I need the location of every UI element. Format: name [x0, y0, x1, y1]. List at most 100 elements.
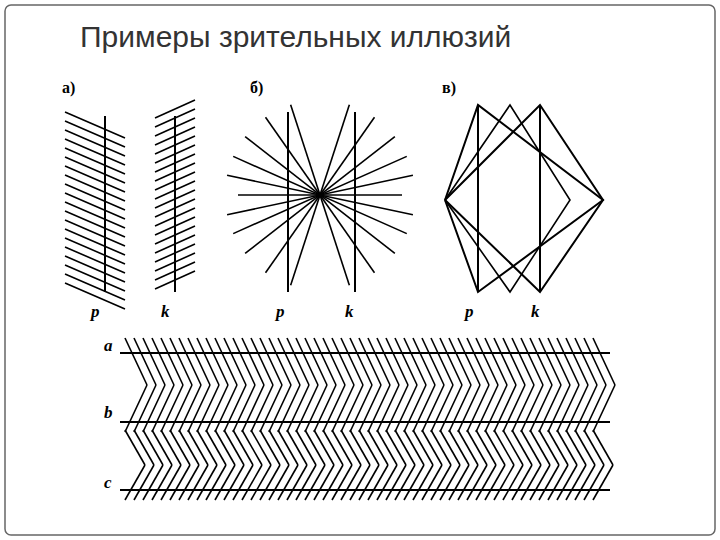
hatch-stroke [152, 430, 172, 465]
panel-label: б) [250, 80, 263, 96]
hatch-stroke [242, 465, 262, 500]
hatch-stroke [575, 385, 597, 432]
hatch-stroke [134, 385, 156, 432]
line-label: c [104, 474, 112, 491]
hatch-stroke [332, 338, 354, 385]
hatch-stroke [557, 385, 579, 432]
hatch-stroke [548, 430, 568, 465]
hatch-stroke [233, 430, 253, 465]
hatch-stroke [593, 430, 613, 465]
hatch-stroke [386, 385, 408, 432]
hatch-stroke [422, 338, 444, 385]
hatch-stroke [215, 430, 235, 465]
hatch-stroke [584, 465, 604, 500]
hatch-stroke [593, 465, 613, 500]
hatch-stroke [557, 430, 577, 465]
hatch-stroke [449, 465, 469, 500]
hatch-stroke [359, 338, 381, 385]
hatch-stroke [215, 465, 235, 500]
hatch-stroke [227, 175, 413, 215]
hatch-stroke [305, 430, 325, 465]
hatch-stroke [494, 465, 514, 500]
hatch-stroke [152, 338, 174, 385]
hatch-stroke [224, 430, 244, 465]
hatch-stroke [206, 338, 228, 385]
hatch-stroke [485, 465, 505, 500]
hatch-stroke [314, 385, 336, 432]
hatch-stroke [548, 338, 570, 385]
hatch-stroke [476, 385, 498, 432]
hatch-stroke [350, 385, 372, 432]
hatch-stroke [584, 430, 604, 465]
hatch-stroke [350, 465, 370, 500]
hatch-stroke [458, 430, 478, 465]
hatch-stroke [323, 338, 345, 385]
hatch-stroke [512, 430, 532, 465]
hatch-stroke [422, 465, 442, 500]
main-lines [105, 105, 610, 490]
hatch-stroke [305, 465, 325, 500]
hatch-stroke [197, 338, 219, 385]
hatch-stroke [323, 385, 345, 432]
hatch-stroke [161, 430, 181, 465]
hatch-stroke [341, 465, 361, 500]
hatch-stroke [404, 338, 426, 385]
hatch-stroke [350, 338, 372, 385]
hatch-stroke [278, 430, 298, 465]
hatch-stroke [593, 338, 615, 385]
hatch-stroke [161, 465, 181, 500]
hatch-stroke [260, 385, 282, 432]
hatch-stroke [251, 385, 273, 432]
hatch-stroke [512, 465, 532, 500]
hatch-stroke [170, 338, 192, 385]
hatch-stroke [458, 465, 478, 500]
hatch-stroke [242, 385, 264, 432]
hatch-stroke [155, 100, 195, 118]
hatch-stroke [557, 465, 577, 500]
hatch-stroke [296, 430, 316, 465]
hatch-stroke [260, 465, 280, 500]
hatch-stroke [467, 430, 487, 465]
hatch-stroke [395, 385, 417, 432]
hatch-stroke [458, 385, 480, 432]
hatch-stroke [332, 430, 352, 465]
hatch-stroke [584, 385, 606, 432]
hatch-stroke [467, 465, 487, 500]
hatch-stroke [368, 385, 390, 432]
hatch-stroke [359, 465, 379, 500]
panel-label: а) [62, 80, 75, 96]
hatch-stroke [242, 430, 262, 465]
hatch-stroke [512, 385, 534, 432]
hatch-stroke [539, 430, 559, 465]
hatch-stroke [341, 338, 363, 385]
hatch-stroke [494, 338, 516, 385]
hatch-stroke [251, 430, 271, 465]
hatch-stroke [179, 430, 199, 465]
hatch-stroke [296, 385, 318, 432]
line-label: k [161, 303, 170, 320]
hatch-stroke [575, 430, 595, 465]
hatch-stroke [422, 385, 444, 432]
hatch-stroke [215, 338, 237, 385]
line-label: a [104, 337, 113, 354]
hatch-stroke [305, 338, 327, 385]
hatch-stroke [125, 430, 145, 465]
hatch-stroke [314, 430, 334, 465]
line-label: p [276, 303, 285, 320]
hatch-stroke [521, 430, 541, 465]
hatch-stroke [197, 465, 217, 500]
hatch-stroke [431, 338, 453, 385]
hatch-stroke [332, 385, 354, 432]
hatch-stroke [179, 338, 201, 385]
hatch-stroke [386, 338, 408, 385]
hatch-stroke [422, 430, 442, 465]
line-label: p [91, 303, 100, 320]
hatch-stroke [521, 465, 541, 500]
hatch-stroke [413, 430, 433, 465]
hatch-stroke [278, 385, 300, 432]
hatch-stroke [278, 465, 298, 500]
hatch-stroke [188, 430, 208, 465]
hatch-stroke [539, 385, 561, 432]
hatch-stroke [314, 338, 336, 385]
hatching [65, 100, 615, 500]
